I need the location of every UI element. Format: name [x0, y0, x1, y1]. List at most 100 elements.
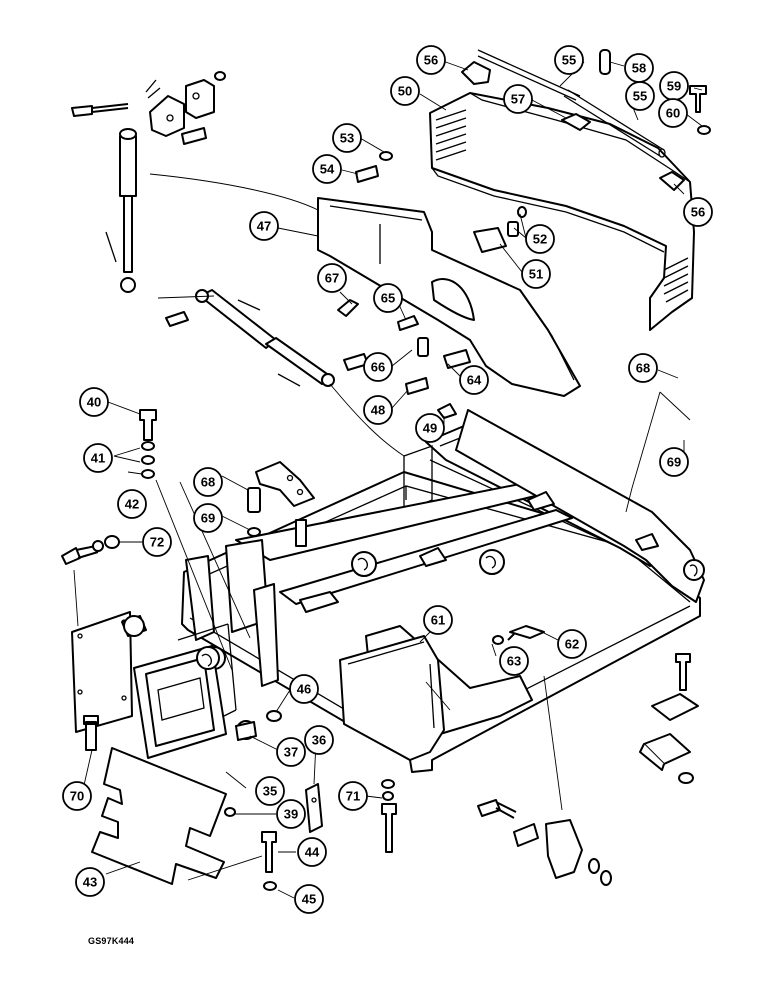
callout-45: 45 — [294, 884, 324, 914]
gasket-part — [177, 623, 237, 717]
callout-71-label: 71 — [346, 789, 360, 804]
callout-72: 72 — [142, 527, 172, 557]
callout-66-label: 66 — [371, 360, 385, 375]
callout-47-label: 47 — [257, 219, 271, 234]
callout-67: 67 — [317, 263, 347, 293]
callout-67-label: 67 — [325, 271, 339, 286]
callout-55b: 55 — [625, 81, 655, 111]
callout-57-label: 57 — [511, 92, 525, 107]
callout-60: 60 — [658, 98, 688, 128]
panel-fasteners-part — [337, 151, 471, 419]
callout-59-label: 59 — [667, 79, 681, 94]
tank-straps-part — [202, 491, 659, 670]
callout-70: 70 — [62, 781, 92, 811]
callout-55a-label: 55 — [562, 53, 576, 68]
leader-lines — [73, 59, 703, 899]
callout-37: 37 — [276, 737, 306, 767]
callout-62-label: 62 — [565, 637, 579, 652]
callout-55a: 55 — [554, 45, 584, 75]
cowl-clips-part — [461, 61, 685, 191]
callout-39-label: 39 — [284, 807, 298, 822]
callout-58-label: 58 — [632, 61, 646, 76]
callout-68b: 68 — [193, 467, 223, 497]
callout-68a: 68 — [628, 353, 658, 383]
callout-50: 50 — [390, 76, 420, 106]
callout-69a: 69 — [659, 447, 689, 477]
callout-44: 44 — [297, 837, 327, 867]
callout-59: 59 — [659, 71, 689, 101]
callout-68a-label: 68 — [636, 361, 650, 376]
callout-56a: 56 — [416, 45, 446, 75]
callout-47: 47 — [249, 211, 279, 241]
callout-50-label: 50 — [398, 84, 412, 99]
fuel-tank-part — [339, 625, 533, 761]
callout-53-label: 53 — [340, 131, 354, 146]
cowl-rod-lower-part — [563, 89, 666, 158]
callout-44-label: 44 — [305, 845, 320, 860]
callout-36-label: 36 — [312, 733, 326, 748]
drawing-reference-code: GS97K444 — [88, 936, 135, 946]
callout-43-label: 43 — [83, 875, 97, 890]
callout-63: 63 — [499, 646, 529, 676]
callout-49-label: 49 — [423, 421, 437, 436]
callout-71: 71 — [338, 781, 368, 811]
mounting-bracket-part — [83, 715, 227, 885]
callout-40-label: 40 — [87, 395, 101, 410]
callout-51-label: 51 — [529, 267, 543, 282]
callout-40: 40 — [79, 387, 109, 417]
callout-72-label: 72 — [150, 535, 164, 550]
frame-hinge-part — [247, 461, 315, 547]
callout-49: 49 — [415, 413, 445, 443]
bolt-washer-top-right-part — [689, 85, 711, 135]
panel-bracket-part — [473, 206, 527, 253]
callout-65: 65 — [373, 283, 403, 313]
callout-51: 51 — [521, 259, 551, 289]
callout-60-label: 60 — [666, 106, 680, 121]
callout-66: 66 — [363, 352, 393, 382]
left-bolts-part — [61, 409, 157, 565]
upper-hinge-bracket-part — [71, 71, 226, 145]
callout-54: 54 — [312, 154, 342, 184]
callout-39: 39 — [276, 799, 306, 829]
callout-54-label: 54 — [320, 162, 335, 177]
lower-bolts-part — [261, 779, 397, 891]
frame-side-left-part — [185, 539, 279, 687]
callout-35: 35 — [255, 776, 285, 806]
rear-cowl-part — [429, 92, 695, 331]
side-door-panel-part — [71, 611, 133, 733]
callout-46-label: 46 — [297, 682, 311, 697]
callout-42: 42 — [117, 489, 147, 519]
cowl-rod-upper-part — [477, 49, 581, 101]
callout-36: 36 — [304, 725, 334, 755]
callout-46: 46 — [289, 674, 319, 704]
callout-41-label: 41 — [91, 451, 105, 466]
callout-68b-label: 68 — [201, 475, 215, 490]
callout-56b-label: 56 — [691, 205, 705, 220]
grille-frame-part — [121, 615, 227, 759]
right-hardware-part — [477, 625, 699, 886]
callout-41: 41 — [83, 443, 113, 473]
callout-69b-label: 69 — [201, 511, 215, 526]
callout-69a-label: 69 — [667, 455, 681, 470]
callout-61-label: 61 — [431, 613, 445, 628]
callout-48: 48 — [363, 395, 393, 425]
callout-53: 53 — [332, 123, 362, 153]
gas-strut-middle-part — [165, 289, 335, 387]
callout-48-label: 48 — [371, 403, 385, 418]
callout-63-label: 63 — [507, 654, 521, 669]
callout-52: 52 — [525, 224, 555, 254]
callout-55b-label: 55 — [633, 89, 647, 104]
gas-strut-left-part — [105, 128, 137, 293]
callout-56b: 56 — [683, 197, 713, 227]
pivot-pin-part — [599, 49, 611, 75]
callout-70-label: 70 — [70, 789, 84, 804]
callout-62: 62 — [557, 629, 587, 659]
callout-69b: 69 — [193, 503, 223, 533]
callout-64: 64 — [459, 365, 489, 395]
callout-43: 43 — [75, 867, 105, 897]
callout-57: 57 — [503, 84, 533, 114]
latch-part — [224, 710, 323, 833]
callout-42-label: 42 — [125, 497, 139, 512]
callout-56a-label: 56 — [424, 53, 438, 68]
